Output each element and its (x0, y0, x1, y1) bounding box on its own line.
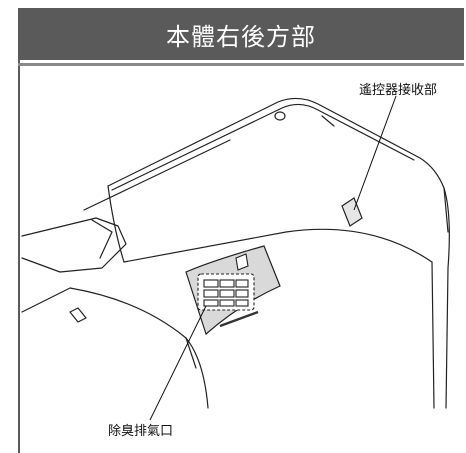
exhaust-vent (197, 253, 255, 311)
title-underline (18, 63, 464, 66)
device-top-outline (107, 97, 449, 233)
device-lid-groove (83, 139, 231, 211)
leader-deodorizer-exhaust (149, 305, 207, 421)
callout-deodorizer-exhaust: 除臭排氣口 (108, 424, 174, 439)
top-knob-base (321, 115, 335, 127)
device-right-edge (431, 261, 435, 409)
device-left-contour (69, 287, 209, 409)
title-bar: 本體右後方部 (18, 8, 464, 60)
device-right-shoulder (443, 187, 450, 409)
device-left-contour-2 (185, 337, 197, 369)
device-face-seam (123, 228, 433, 263)
device-lid-lip (21, 217, 127, 273)
panel-slot (219, 310, 259, 328)
callout-remote-receiver: 遙控器接收部 (359, 83, 438, 98)
device-top-inner (111, 103, 415, 191)
page-title: 本體右後方部 (166, 22, 316, 51)
device-lower-left-notch (69, 307, 87, 323)
vent-slots (203, 279, 249, 307)
top-knob (274, 111, 286, 121)
device-lid-lip-inner (91, 219, 113, 259)
vent-tab (235, 253, 249, 271)
device-face-top (107, 185, 125, 263)
remote-receiver-window (341, 197, 363, 227)
device-lower-left (21, 287, 71, 313)
figure-frame (18, 8, 466, 453)
leader-remote-receiver (353, 95, 397, 211)
